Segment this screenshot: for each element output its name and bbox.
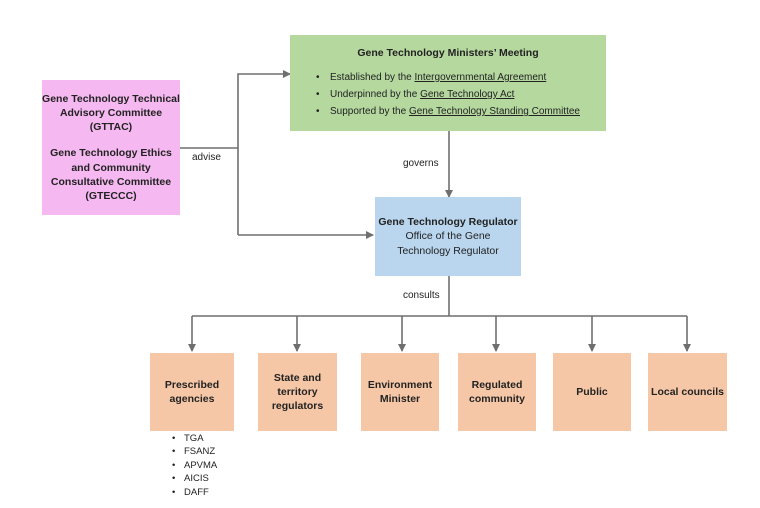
gene-technology-act-link[interactable]: Gene Technology Act [420,89,515,101]
advisory-committees-box: Gene Technology Technical Advisory Commi… [42,80,180,215]
local-councils-box: Local councils [648,353,727,431]
gttac-name: Gene Technology Technical Advisory Commi… [42,92,180,134]
regulator-box: Gene Technology Regulator Office of the … [375,197,521,276]
standing-committee-link[interactable]: Gene Technology Standing Committee [408,106,580,118]
prescribed-agencies-list: TGA FSANZ APVMA AICIS DAFF [172,432,217,499]
agency-item: APVMA [172,459,217,472]
ministers-meeting-title: Gene Technology Ministers’ Meeting [357,46,539,59]
advise-to-ministers-arrow [237,70,291,235]
gteccc-name: Gene Technology Ethics and Community Con… [50,147,172,202]
regulator-title: Gene Technology Regulator [378,216,518,229]
bullet-established: Established by the Intergovernmental Agr… [316,69,580,86]
prescribed-agencies-box: Prescribed agencies [150,353,234,431]
bullet-supported: Supported by the Gene Technology Standin… [316,103,580,120]
advise-label: advise [192,152,221,163]
regulated-community-box: Regulated community [458,353,536,431]
public-box: Public [553,353,631,431]
agency-item: AICIS [172,472,217,485]
intergovernmental-agreement-link[interactable]: Intergovernmental Agreement [414,72,547,84]
ministers-meeting-bullets: Established by the Intergovernmental Agr… [316,69,580,120]
ministers-meeting-box: Gene Technology Ministers’ Meeting Estab… [290,35,606,131]
environment-minister-box: Environment Minister [361,353,439,431]
bullet-underpinned: Underpinned by the Gene Technology Act [316,86,580,103]
governs-label: governs [403,158,439,169]
agency-item: FSANZ [172,445,217,458]
state-territory-regulators-box: State and territory regulators [258,353,337,431]
agency-item: DAFF [172,486,217,499]
agency-item: TGA [172,432,217,445]
consults-label: consults [403,290,440,301]
